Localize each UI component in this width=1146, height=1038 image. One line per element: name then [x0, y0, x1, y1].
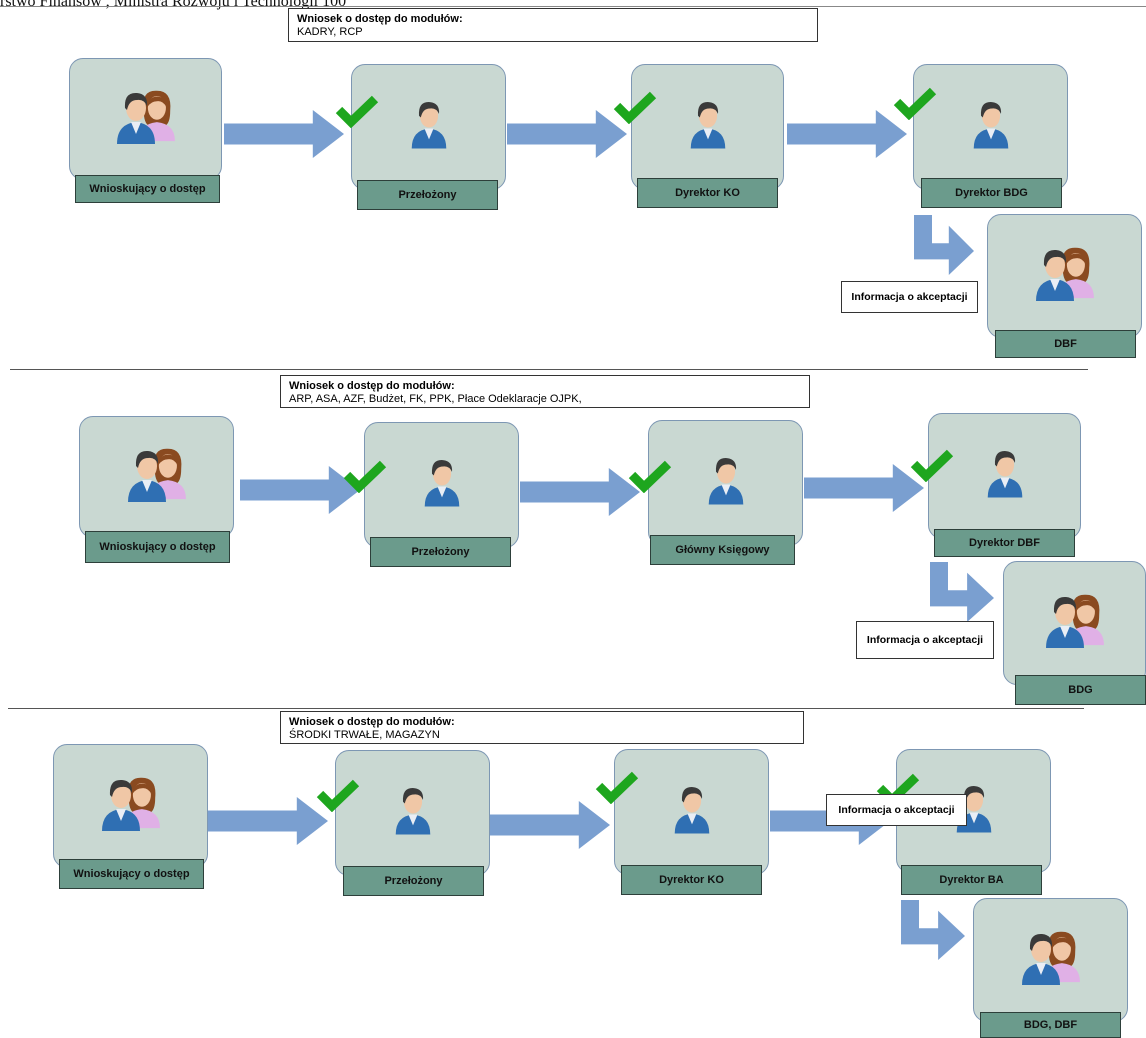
section-divider — [10, 369, 1088, 370]
request-modules: ŚRODKI TRWAŁE, MAGAZYN — [289, 729, 440, 741]
person-icon — [672, 779, 712, 842]
right-arrow-icon — [240, 466, 360, 519]
right-arrow-icon — [520, 468, 640, 521]
acceptance-info-box: Informacja o akceptacji — [841, 281, 978, 313]
check-icon — [316, 778, 360, 817]
request-box: Wniosek o dostęp do modułów:ŚRODKI TRWAŁ… — [280, 711, 804, 744]
group-icon — [1019, 927, 1083, 990]
notified-label: BDG — [1015, 675, 1146, 705]
step-label: Dyrektor DBF — [934, 529, 1075, 557]
person-icon — [706, 450, 746, 513]
check-icon — [893, 86, 937, 125]
step-label: Dyrektor KO — [621, 865, 762, 895]
bent-arrow-icon — [914, 215, 974, 280]
person-icon — [409, 94, 449, 157]
step-label: Dyrektor KO — [637, 178, 778, 208]
right-arrow-icon — [224, 110, 344, 163]
right-arrow-icon — [787, 110, 907, 163]
check-icon — [628, 459, 672, 498]
check-icon — [910, 448, 954, 487]
bent-arrow-icon — [901, 900, 965, 965]
right-arrow-icon — [208, 797, 328, 850]
person-icon — [688, 94, 728, 157]
request-title: Wniosek o dostęp do modułów: — [297, 13, 463, 25]
request-box: Wniosek o dostęp do modułów:KADRY, RCP — [288, 8, 818, 42]
request-modules: KADRY, RCP — [297, 26, 363, 38]
check-icon — [613, 90, 657, 129]
step-label: Wnioskujący o dostęp — [59, 859, 204, 889]
right-arrow-icon — [507, 110, 627, 163]
person-icon — [985, 443, 1025, 506]
step-label: Wnioskujący o dostęp — [75, 175, 220, 203]
check-icon — [343, 459, 387, 498]
bent-arrow-icon — [930, 562, 994, 627]
notified-label: DBF — [995, 330, 1136, 358]
group-icon — [1033, 243, 1097, 306]
group-icon — [99, 773, 163, 836]
person-icon — [971, 94, 1011, 157]
section-divider — [8, 708, 1084, 709]
check-icon — [595, 770, 639, 809]
step-label: Wnioskujący o dostęp — [85, 531, 230, 563]
acceptance-info-box: Informacja o akceptacji — [856, 621, 994, 659]
person-icon — [393, 780, 433, 843]
step-label: Główny Księgowy — [650, 535, 795, 565]
step-label: Dyrektor BA — [901, 865, 1042, 895]
request-title: Wniosek o dostęp do modułów: — [289, 380, 455, 392]
group-icon — [1043, 590, 1107, 653]
request-box: Wniosek o dostęp do modułów:ARP, ASA, AZ… — [280, 375, 810, 408]
top-divider — [0, 6, 1146, 7]
right-arrow-icon — [490, 801, 610, 854]
right-arrow-icon — [804, 464, 924, 517]
step-label: Przełożony — [343, 866, 484, 896]
notified-label: BDG, DBF — [980, 1012, 1121, 1038]
request-title: Wniosek o dostęp do modułów: — [289, 716, 455, 728]
page-header-text: rstwo Finansów , Ministra Rozwoju i Tech… — [0, 0, 347, 10]
step-node — [631, 64, 784, 190]
request-modules: ARP, ASA, AZF, Budżet, FK, PPK, Płace Od… — [289, 393, 582, 405]
check-icon — [335, 94, 379, 133]
group-icon — [114, 86, 178, 149]
step-label: Dyrektor BDG — [921, 178, 1062, 208]
person-icon — [422, 452, 462, 515]
step-label: Przełożony — [357, 180, 498, 210]
group-icon — [125, 444, 189, 507]
acceptance-info-box: Informacja o akceptacji — [826, 794, 967, 826]
step-label: Przełożony — [370, 537, 511, 567]
